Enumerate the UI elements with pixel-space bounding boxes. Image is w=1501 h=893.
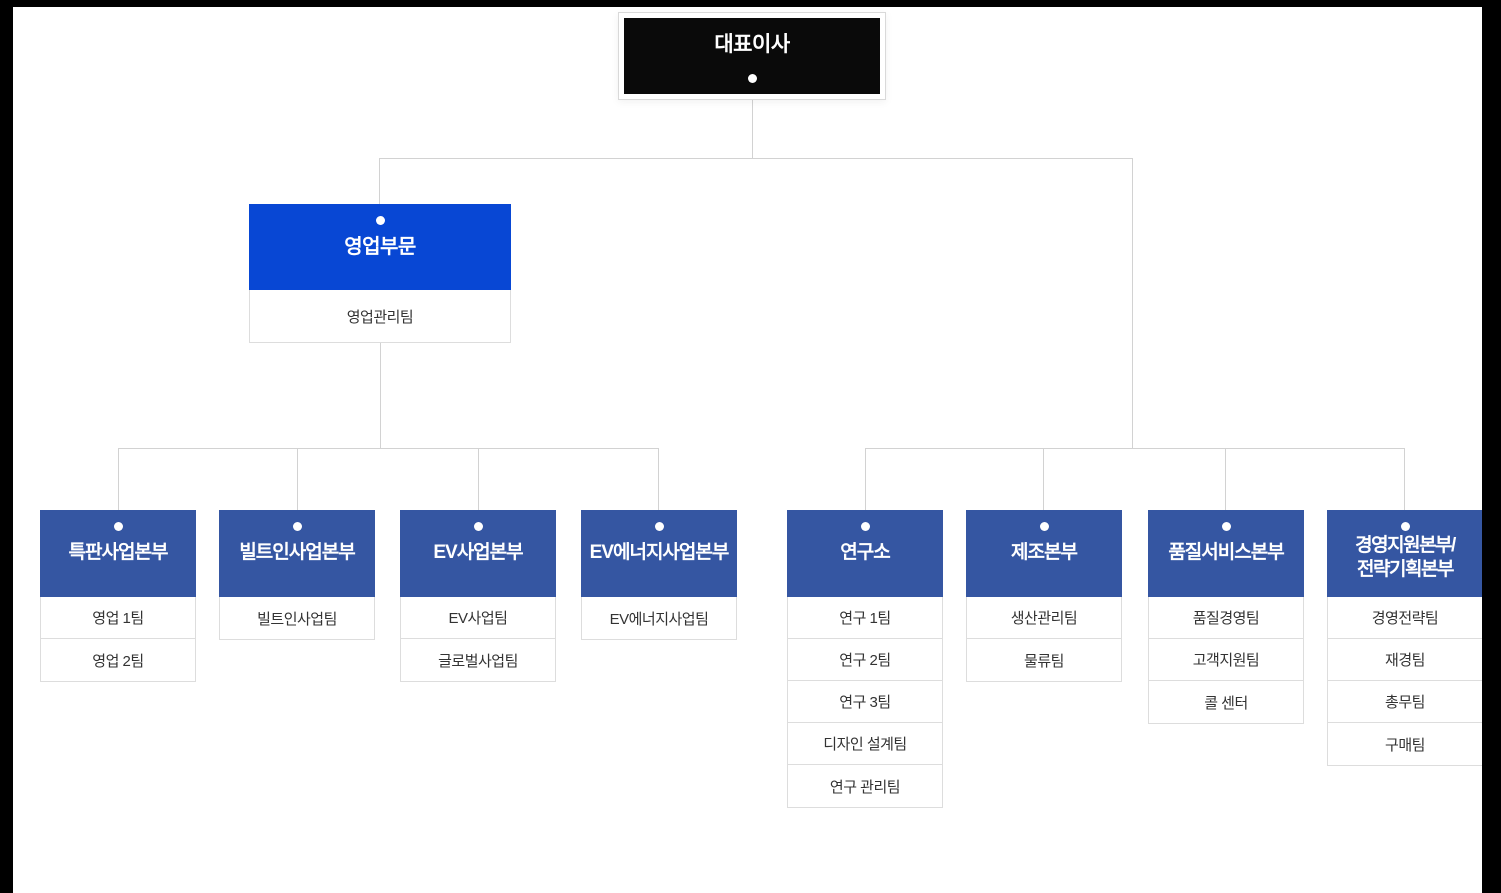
department-node-special-sales: 특판사업본부 영업 1팀 영업 2팀 bbox=[40, 510, 196, 682]
department-title: 품질서비스본부 bbox=[1168, 542, 1284, 563]
team-row: 연구 3팀 bbox=[788, 681, 942, 723]
department-node-manufacturing: 제조본부 생산관리팀 물류팀 bbox=[966, 510, 1122, 682]
team-list: EV사업팀 글로벌사업팀 bbox=[400, 597, 556, 682]
connector-dot bbox=[113, 522, 123, 531]
department-title-line: 전략기획본부 bbox=[1357, 559, 1454, 580]
team-row: 연구 2팀 bbox=[788, 639, 942, 681]
department-header: 경영지원본부/ 전략기획본부 bbox=[1327, 510, 1483, 597]
department-header: 제조본부 bbox=[966, 510, 1122, 597]
team-row: 영업관리팀 bbox=[346, 308, 414, 326]
team-row: 영업 1팀 bbox=[41, 597, 195, 639]
department-title-line: 경영지원본부/ bbox=[1355, 535, 1456, 556]
team-row: 연구 1팀 bbox=[788, 597, 942, 639]
department-node-management-support: 경영지원본부/ 전략기획본부 경영전략팀 재경팀 총무팀 구매팀 bbox=[1327, 510, 1483, 766]
connector-dot bbox=[654, 522, 664, 531]
team-row: 물류팀 bbox=[1024, 652, 1064, 670]
department-title: EV사업본부 bbox=[433, 542, 523, 563]
connector-dot bbox=[292, 522, 302, 531]
team-list: 빌트인사업팀 bbox=[219, 597, 375, 640]
division-node-sales: 영업부문 영업관리팀 bbox=[249, 204, 511, 343]
team-row: 총무팀 bbox=[1328, 681, 1482, 723]
department-title: 연구소 bbox=[840, 542, 890, 563]
team-row: 품질경영팀 bbox=[1149, 597, 1303, 639]
frame-strip-top bbox=[0, 0, 1501, 7]
frame-strip-right bbox=[1482, 0, 1501, 893]
team-list: 영업관리팀 bbox=[249, 290, 511, 343]
connector-line bbox=[379, 158, 380, 204]
team-row: 생산관리팀 bbox=[967, 597, 1121, 639]
connector-line bbox=[380, 342, 381, 448]
department-node-ev: EV사업본부 EV사업팀 글로벌사업팀 bbox=[400, 510, 556, 682]
department-node-ev-energy: EV에너지사업본부 EV에너지사업팀 bbox=[581, 510, 737, 640]
division-header: 영업부문 bbox=[249, 204, 511, 290]
connector-line bbox=[118, 448, 659, 449]
division-title: 영업부문 bbox=[344, 236, 416, 258]
connector-line bbox=[1225, 448, 1226, 510]
team-row: 디자인 설계팀 bbox=[788, 723, 942, 765]
department-node-builtin: 빌트인사업본부 빌트인사업팀 bbox=[219, 510, 375, 640]
team-list: 영업 1팀 영업 2팀 bbox=[40, 597, 196, 682]
connector-line bbox=[1043, 448, 1044, 510]
team-list: 생산관리팀 물류팀 bbox=[966, 597, 1122, 682]
team-row: 빌트인사업팀 bbox=[257, 610, 337, 628]
team-row: 경영전략팀 bbox=[1328, 597, 1482, 639]
team-list: EV에너지사업팀 bbox=[581, 597, 737, 640]
connector-dot bbox=[860, 522, 870, 531]
ceo-box: 대표이사 bbox=[624, 18, 880, 94]
ceo-title: 대표이사 bbox=[714, 33, 790, 56]
connector-line bbox=[865, 448, 1405, 449]
department-header: 연구소 bbox=[787, 510, 943, 597]
team-row: 연구 관리팀 bbox=[829, 778, 901, 796]
team-list: 품질경영팀 고객지원팀 콜 센터 bbox=[1148, 597, 1304, 724]
connector-dot bbox=[1039, 522, 1049, 531]
connector-dot bbox=[375, 216, 385, 225]
team-row: EV에너지사업팀 bbox=[609, 610, 709, 628]
team-row: 구매팀 bbox=[1385, 736, 1425, 754]
connector-line bbox=[865, 448, 866, 510]
department-header: 특판사업본부 bbox=[40, 510, 196, 597]
department-title: 제조본부 bbox=[1011, 542, 1078, 563]
team-list: 연구 1팀 연구 2팀 연구 3팀 디자인 설계팀 연구 관리팀 bbox=[787, 597, 943, 808]
connector-dot bbox=[1221, 522, 1231, 531]
connector-line bbox=[379, 158, 1133, 159]
team-row: 고객지원팀 bbox=[1149, 639, 1303, 681]
connector-line bbox=[1132, 158, 1133, 448]
team-list: 경영전략팀 재경팀 총무팀 구매팀 bbox=[1327, 597, 1483, 766]
frame-strip-left bbox=[0, 0, 13, 893]
department-title: 특판사업본부 bbox=[68, 542, 169, 563]
department-node-quality-service: 품질서비스본부 품질경영팀 고객지원팀 콜 센터 bbox=[1148, 510, 1304, 724]
connector-line bbox=[1404, 448, 1405, 510]
department-header: 품질서비스본부 bbox=[1148, 510, 1304, 597]
connector-line bbox=[478, 448, 479, 510]
connector-line bbox=[297, 448, 298, 510]
department-title: 빌트인사업본부 bbox=[239, 542, 355, 563]
department-header: EV에너지사업본부 bbox=[581, 510, 737, 597]
department-title: 경영지원본부/ 전략기획본부 bbox=[1355, 534, 1456, 582]
connector-dot bbox=[747, 74, 757, 83]
team-row: 영업 2팀 bbox=[92, 652, 144, 670]
connector-line bbox=[658, 448, 659, 510]
department-header: EV사업본부 bbox=[400, 510, 556, 597]
department-title: EV에너지사업본부 bbox=[589, 542, 730, 563]
ceo-node: 대표이사 bbox=[618, 12, 886, 100]
connector-dot bbox=[473, 522, 483, 531]
connector-line bbox=[118, 448, 119, 510]
department-node-research: 연구소 연구 1팀 연구 2팀 연구 3팀 디자인 설계팀 연구 관리팀 bbox=[787, 510, 943, 808]
team-row: EV사업팀 bbox=[401, 597, 555, 639]
connector-dot bbox=[1400, 522, 1410, 531]
team-row: 글로벌사업팀 bbox=[438, 652, 518, 670]
department-header: 빌트인사업본부 bbox=[219, 510, 375, 597]
team-row: 콜 센터 bbox=[1204, 694, 1248, 712]
connector-line bbox=[752, 100, 753, 158]
team-row: 재경팀 bbox=[1328, 639, 1482, 681]
